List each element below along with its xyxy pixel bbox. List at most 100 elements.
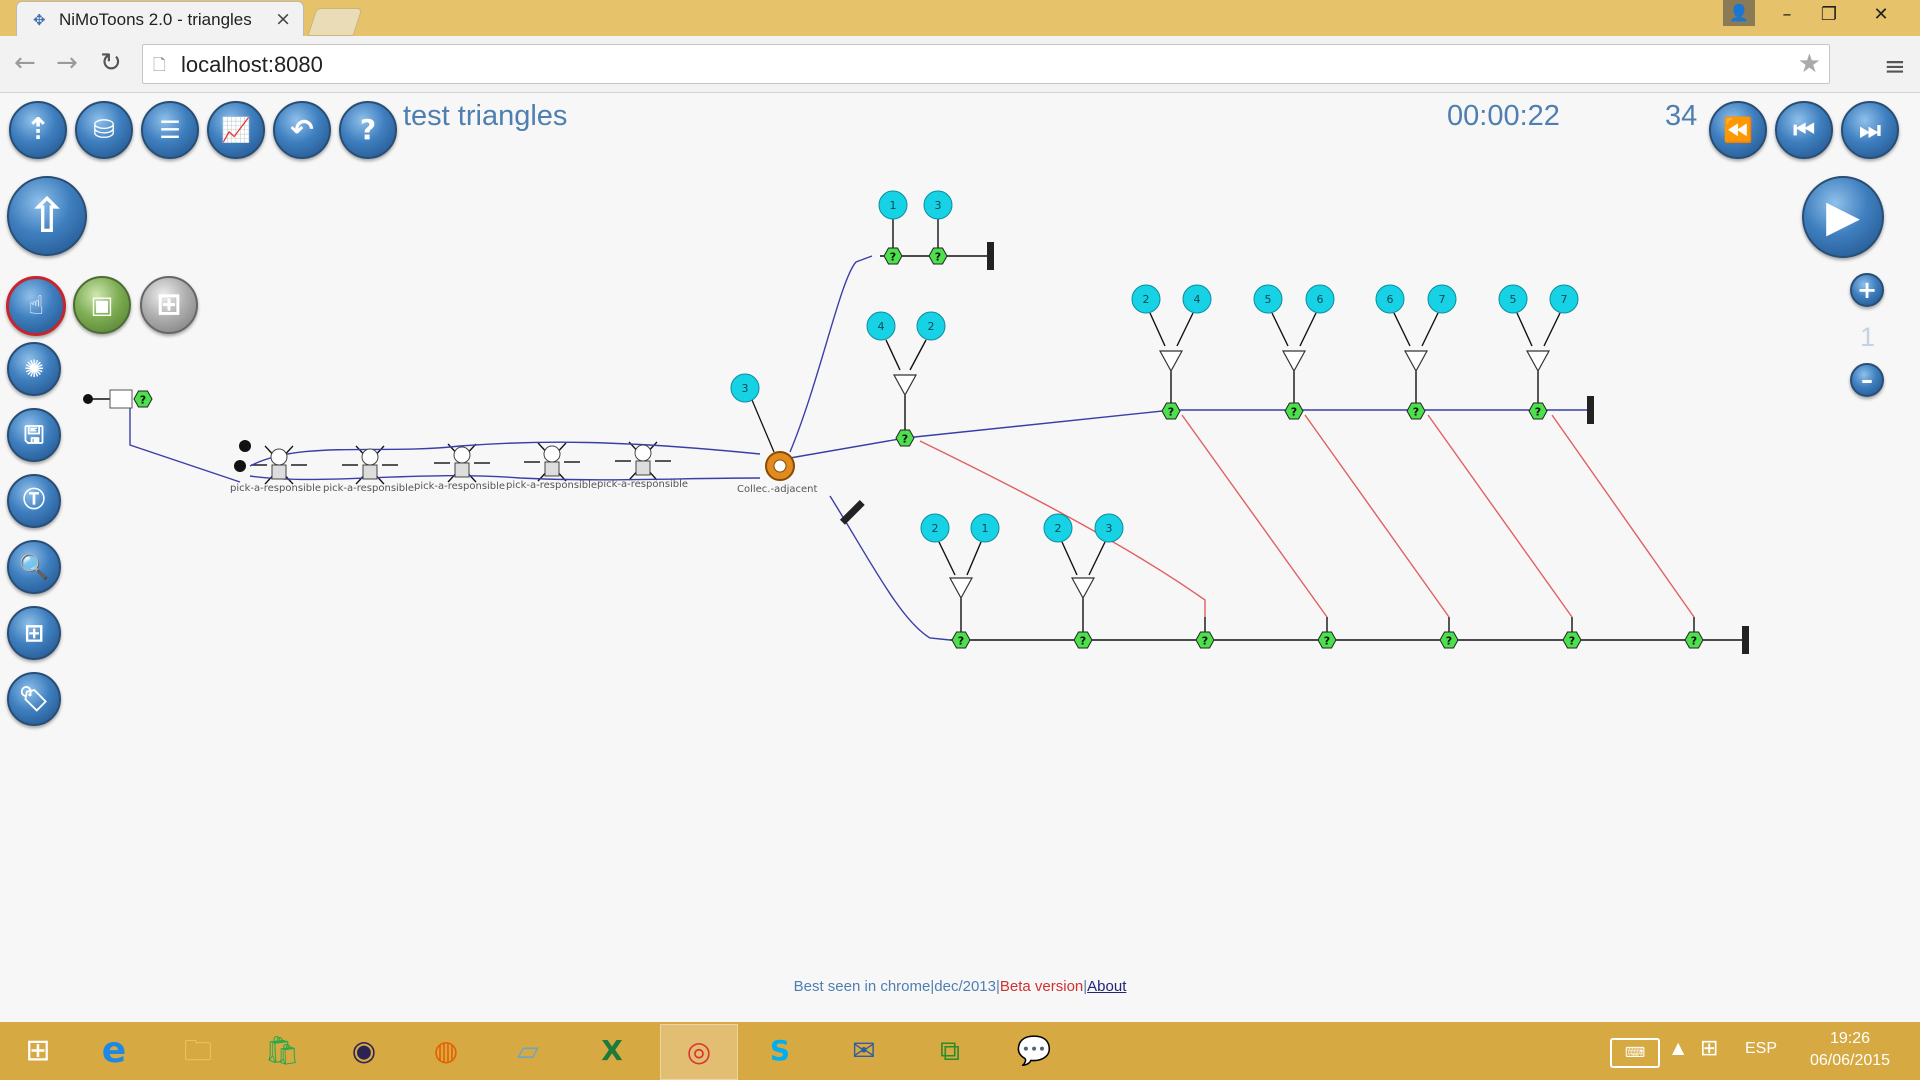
store-taskbar-icon[interactable]: 🛍 (244, 1024, 320, 1078)
firefox-taskbar-icon[interactable]: ◍ (408, 1024, 484, 1078)
edge (1543, 312, 1561, 347)
address-bar[interactable]: 🗋 localhost:8080 ★ (142, 44, 1830, 84)
value-node: 5 (1253, 284, 1283, 314)
rewind-button[interactable]: ⏪ (1709, 101, 1767, 159)
rewind-icon: ⏪ (1723, 116, 1753, 144)
user-profile-icon[interactable]: 👤 (1723, 0, 1755, 26)
svg-text:?: ? (1324, 635, 1330, 648)
agent-label-3: pick-a-responsible (414, 481, 505, 492)
collector-core (773, 459, 787, 473)
messenger-icon: 💬 (1016, 1034, 1052, 1067)
system-clock[interactable]: 19:26 06/06/2015 (1790, 1028, 1910, 1072)
svg-text:2: 2 (928, 320, 935, 333)
step-forward-icon: ⏭ (1859, 116, 1881, 144)
edge (885, 339, 901, 371)
text-tool-button[interactable]: Ⓣ (7, 474, 61, 528)
bookmark-star-icon[interactable]: ★ (1797, 49, 1821, 79)
excel-taskbar-icon[interactable]: X (574, 1024, 650, 1078)
notepad-taskbar-icon[interactable]: ▱ (490, 1024, 566, 1078)
minus-icon: – (1861, 366, 1873, 394)
network-icon: ⧉ (940, 1034, 960, 1067)
maximize-button[interactable]: ❐ (1820, 4, 1838, 25)
svg-text:1: 1 (982, 522, 989, 535)
start-block (109, 389, 133, 409)
svg-text:2: 2 (1055, 522, 1062, 535)
fit-tool-button[interactable]: ⊞ (7, 606, 61, 660)
tab-close-icon[interactable]: × (275, 8, 291, 30)
value-node: 2 (1043, 513, 1073, 543)
svg-text:3: 3 (1106, 522, 1113, 535)
close-window-button[interactable]: ✕ (1873, 4, 1889, 25)
keyboard-icon[interactable]: ⌨ (1610, 1038, 1660, 1068)
thunderbird-taskbar-icon[interactable]: ✉ (826, 1024, 902, 1078)
database-icon: ⛁ (93, 115, 115, 145)
question-node: ? (133, 390, 153, 408)
about-link[interactable]: About (1087, 978, 1127, 995)
network-tray-icon[interactable]: ⊞ (1700, 1036, 1719, 1061)
eclipse-taskbar-icon[interactable]: ◉ (326, 1024, 402, 1078)
go-up-button[interactable]: ⇧ (7, 176, 87, 256)
merge-triangle (1070, 577, 1096, 600)
edge (1088, 541, 1106, 576)
zoom-out-button[interactable]: – (1850, 363, 1884, 397)
port-dot (83, 394, 93, 404)
internet-explorer-taskbar-icon[interactable]: e (76, 1024, 152, 1078)
zoom-tool-button[interactable]: 🔍 (7, 540, 61, 594)
save-tool-button[interactable]: 🖫 (7, 408, 61, 462)
edge (1304, 414, 1450, 618)
text-icon: Ⓣ (22, 488, 45, 513)
minimize-button[interactable]: – (1782, 4, 1792, 25)
messenger-taskbar-icon[interactable]: 💬 (996, 1024, 1072, 1078)
chrome-taskbar-icon[interactable]: ◎ (660, 1024, 738, 1080)
add-tool-button[interactable]: ⊞ (140, 276, 198, 334)
question-node: ? (883, 247, 903, 265)
edge (1181, 414, 1328, 618)
help-button[interactable]: ? (339, 101, 397, 159)
page-icon: 🗋 (153, 55, 166, 74)
undo-button[interactable]: ↶ (273, 101, 331, 159)
merge-triangle (948, 577, 974, 600)
step-forward-button[interactable]: ⏭ (1841, 101, 1899, 159)
forward-arrow-icon[interactable]: → (56, 48, 78, 78)
bubble-icon: ✺ (23, 355, 45, 383)
zoom-in-button[interactable]: + (1850, 273, 1884, 307)
edge (1551, 414, 1695, 618)
svg-text:?: ? (1413, 406, 1419, 419)
network-app-taskbar-icon[interactable]: ⧉ (912, 1024, 988, 1078)
browser-menu-icon[interactable]: ≡ (1884, 52, 1906, 82)
tag-tool-button[interactable]: 🏷 (7, 672, 61, 726)
list-button[interactable]: ☰ (141, 101, 199, 159)
question-node: ? (1073, 631, 1093, 649)
reload-icon[interactable]: ↻ (100, 48, 122, 78)
element-tool-button[interactable]: ▣ (73, 276, 131, 334)
language-indicator[interactable]: ESP (1745, 1040, 1778, 1057)
svg-text:3: 3 (935, 199, 942, 212)
value-node: 3 (923, 190, 953, 220)
chart-button[interactable]: 📈 (207, 101, 265, 159)
bubble-tool-button[interactable]: ✺ (7, 342, 61, 396)
value-node: 5 (1498, 284, 1528, 314)
file-explorer-taskbar-icon[interactable]: 🗀 (160, 1024, 236, 1078)
magnifier-icon: 🔍 (19, 553, 49, 581)
play-button[interactable]: ▶ (1802, 176, 1884, 258)
skype-taskbar-icon[interactable]: S (742, 1024, 818, 1078)
tab-title: NiMoToons 2.0 - triangles (59, 10, 252, 29)
edge (904, 409, 1173, 439)
edge (249, 474, 761, 481)
value-node: 6 (1375, 284, 1405, 314)
notepad-icon: ▱ (517, 1034, 539, 1067)
edge (1061, 541, 1078, 576)
diagram-labels: pick-a-responsible pick-a-responsible pi… (230, 479, 817, 495)
agent-figure (361, 448, 379, 480)
step-back-button[interactable]: ⏮ (1775, 101, 1833, 159)
database-button[interactable]: ⛁ (75, 101, 133, 159)
browser-tab[interactable]: ✥ NiMoToons 2.0 - triangles × (16, 1, 304, 37)
pointer-tool-button[interactable]: ☝ (6, 276, 66, 336)
back-arrow-icon[interactable]: ← (14, 48, 36, 78)
start-button[interactable]: ⊞ (0, 1024, 76, 1078)
upload-button[interactable]: ⇡ (9, 101, 67, 159)
chrome-icon: ◎ (686, 1035, 712, 1068)
tray-up-arrow-icon[interactable]: ▲ (1672, 1038, 1685, 1057)
svg-text:1: 1 (890, 199, 897, 212)
